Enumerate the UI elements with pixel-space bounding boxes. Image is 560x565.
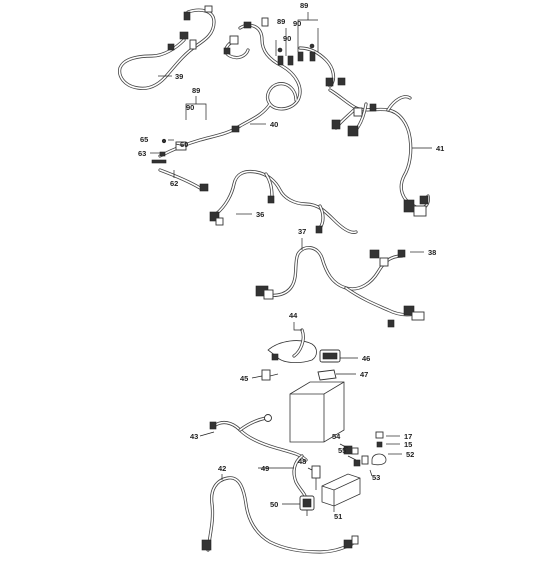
component-46[interactable]: [319, 349, 341, 363]
callout-52: 52: [406, 450, 414, 459]
harness-36[interactable]: [158, 168, 358, 234]
fuse-block-54[interactable]: [343, 445, 369, 467]
callout-54: 54: [332, 432, 341, 441]
callout-41: 41: [436, 144, 444, 153]
callout-48: 48: [298, 457, 306, 466]
callout-51: 51: [334, 512, 342, 521]
leader-lines: [150, 12, 432, 512]
callout-42: 42: [218, 464, 226, 473]
callout-90-mid: 90: [186, 103, 194, 112]
callout-39: 39: [175, 72, 183, 81]
harness-49[interactable]: [292, 454, 308, 502]
harness-42[interactable]: [201, 476, 359, 554]
callout-37: 37: [298, 227, 306, 236]
harness-41[interactable]: [328, 77, 430, 217]
callout-17: 17: [404, 432, 412, 441]
harness-43[interactable]: [209, 414, 308, 462]
bracket-44[interactable]: [267, 328, 317, 364]
callout-62: 62: [170, 179, 178, 188]
component-47[interactable]: [317, 369, 337, 381]
callout-90-top-right: 90: [293, 19, 301, 28]
fuse-holder-group-top[interactable]: [277, 43, 316, 66]
callout-36: 36: [256, 210, 264, 219]
callout-45: 45: [240, 374, 248, 383]
bracket-51[interactable]: [321, 473, 361, 507]
callout-89-mid: 89: [192, 86, 200, 95]
harness-39[interactable]: [118, 5, 216, 90]
callout-15: 15: [404, 440, 412, 449]
callout-63: 63: [138, 149, 146, 158]
connector-45[interactable]: [261, 369, 279, 381]
callout-89-top-right: 89: [300, 1, 308, 10]
callout-46: 46: [362, 354, 370, 363]
battery-box: [289, 381, 345, 443]
harness-37[interactable]: [255, 246, 425, 328]
relay-48[interactable]: [311, 465, 321, 490]
fuse-cap-52[interactable]: [371, 453, 387, 466]
callout-47: 47: [360, 370, 368, 379]
connector-parts-left[interactable]: [151, 138, 187, 164]
callout-65: 65: [140, 135, 148, 144]
fuses-17-15[interactable]: [375, 431, 384, 448]
callout-55: 55: [338, 446, 346, 455]
callout-60: 60: [180, 140, 188, 149]
callout-44: 44: [289, 311, 298, 320]
solenoid-50[interactable]: [299, 495, 315, 516]
callout-49: 49: [261, 464, 269, 473]
callout-53: 53: [372, 473, 380, 482]
callout-50: 50: [270, 500, 278, 509]
callout-labels: 39 89 89 90 90 40 41 89 90 65 60 63 62 3…: [138, 1, 444, 521]
callout-38: 38: [428, 248, 436, 257]
callout-40: 40: [270, 120, 278, 129]
callout-89-top-left: 89: [277, 17, 285, 26]
callout-90-top-left: 90: [283, 34, 291, 43]
harness-40[interactable]: [158, 17, 336, 158]
callout-43: 43: [190, 432, 198, 441]
